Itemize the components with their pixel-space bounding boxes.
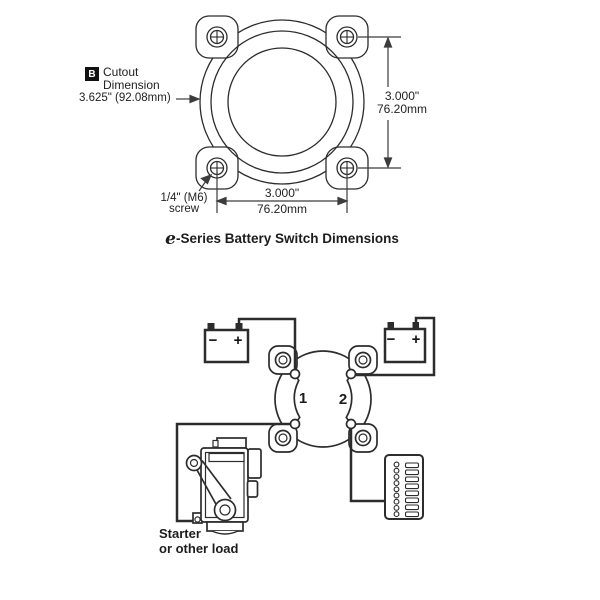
screw-top-left-icon — [206, 26, 228, 48]
starter-drawing — [185, 437, 262, 535]
switch-studs-and-arcs — [289, 368, 357, 430]
battery-right-neg-post — [387, 322, 394, 330]
load-label-line1: Starter — [159, 526, 201, 541]
caption-text: -Series Battery Switch Dimensions — [176, 231, 399, 246]
stud-bottom-left — [289, 418, 301, 430]
battery-right-case — [383, 327, 427, 364]
switch-outer-bezel — [199, 19, 365, 185]
cutout-dimension-value: 3.625" (92.08mm) — [79, 92, 171, 104]
battery-left-drawing — [203, 323, 250, 364]
screw-note-line1: 1/4" (M6) — [160, 192, 208, 204]
cutout-title-line1: Cutout — [103, 65, 139, 79]
screw-note-line2: screw — [168, 203, 200, 215]
horizontal-dimension-inches: 3.000" — [264, 186, 300, 200]
load-label-line2: or other load — [159, 541, 239, 556]
dimension-lines — [176, 36, 401, 213]
caption-e-logo: e — [165, 229, 176, 249]
cable-post-to-fuse-block — [349, 426, 384, 503]
fuse-block-fuses — [404, 462, 420, 518]
battery-right-positive-sign: + — [411, 331, 421, 348]
starter-belt — [201, 459, 232, 500]
battery-right-negative-sign: − — [386, 331, 396, 348]
switch-middle-ring — [210, 30, 354, 174]
battery-left-negative-sign: − — [208, 332, 218, 349]
horizontal-dimension-metric: 76.20mm — [256, 202, 308, 216]
fuse-block-terminals — [393, 461, 400, 518]
screw-leader-line — [198, 180, 207, 192]
wiring-switch-drawing — [268, 345, 378, 453]
arrowhead-down — [383, 157, 393, 169]
selector-arc-right — [345, 379, 353, 419]
fuse-block-drawing — [384, 454, 424, 520]
battery-left-positive-sign: + — [233, 332, 243, 349]
switch-face-drawing — [195, 15, 369, 190]
screw-arrowhead — [200, 173, 213, 185]
cable-post-to-starter — [175, 422, 293, 523]
starter-base — [206, 521, 244, 532]
switch-position-2-label: 2 — [338, 391, 348, 408]
starter-top-bar — [208, 452, 245, 463]
selector-arc-left — [293, 379, 301, 419]
wiring-diagram — [175, 316, 436, 535]
drawing-caption: e-Series Battery Switch Dimensions — [100, 231, 464, 248]
cutout-title-line2: Dimension — [103, 78, 160, 92]
starter-right-tab-upper — [247, 448, 262, 479]
stud-top-left — [289, 368, 301, 380]
arrowhead-right — [337, 196, 349, 206]
starter-belt — [196, 469, 218, 507]
arrowhead-left — [215, 196, 227, 206]
vertical-dimension-inches: 3.000" — [384, 89, 420, 103]
battery-right-pos-post — [412, 322, 419, 330]
battery-left-case — [203, 328, 250, 364]
starter-base-curve — [211, 530, 239, 535]
battery-right-drawing — [383, 322, 427, 364]
switch-knob-circle — [227, 47, 337, 157]
starter-top-cap — [216, 437, 247, 449]
battery-left-pos-post — [235, 323, 243, 331]
switch-position-1-label: 1 — [298, 390, 308, 407]
battery-left-neg-post — [207, 323, 215, 331]
cutout-arrowhead — [189, 94, 201, 104]
stud-bottom-right — [345, 418, 357, 430]
starter-right-tab-lower — [246, 480, 259, 498]
callout-b-badge: B — [85, 67, 99, 81]
arrowhead-up — [383, 36, 393, 48]
vertical-dimension-metric: 76.20mm — [376, 102, 428, 116]
stud-top-right — [345, 368, 357, 380]
screw-top-right-icon — [336, 26, 358, 48]
wiring-screw-icons — [274, 351, 372, 447]
